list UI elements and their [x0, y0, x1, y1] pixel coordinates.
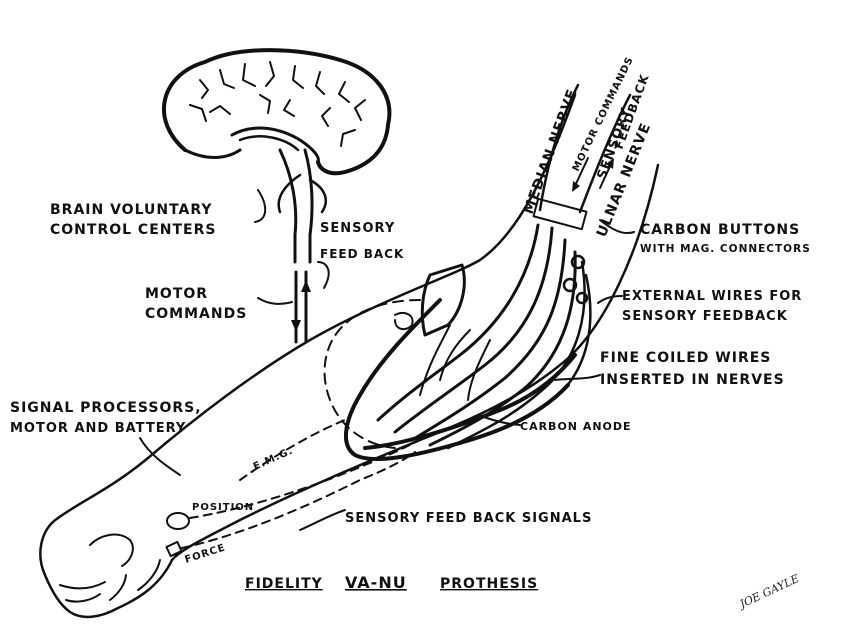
- motor-commands-line2: COMMANDS: [145, 306, 247, 322]
- signal-processors-line2: MOTOR AND BATTERY: [10, 421, 186, 436]
- carbon-buttons-line2: WITH MAG. CONNECTORS: [640, 243, 811, 255]
- title-word-fidelity: FIDELITY: [245, 576, 323, 592]
- carbon-buttons-line1: CARBON BUTTONS: [640, 222, 800, 238]
- external-wires-line2: SENSORY FEEDBACK: [622, 309, 788, 324]
- signal-processors-line1: SIGNAL PROCESSORS,: [10, 400, 202, 416]
- position-label: POSITION: [192, 502, 254, 513]
- title-word-vanu: VA-NU: [345, 573, 407, 592]
- sensory-feedback-line1: SENSORY: [320, 221, 395, 236]
- fine-coiled-line1: FINE COILED WIRES: [600, 350, 771, 366]
- title-word-prothesis: PROTHESIS: [440, 576, 538, 592]
- signal-processors-label: SIGNAL PROCESSORS, MOTOR AND BATTERY: [10, 400, 202, 436]
- leader-lines: [140, 190, 634, 530]
- emg-label: E.M.G.: [252, 445, 295, 472]
- median-nerve-label: MEDIAN NERVE: [521, 87, 581, 217]
- sensory-feedback-label: SENSORY FEED BACK: [320, 221, 404, 261]
- motor-commands-line1: MOTOR: [145, 286, 208, 302]
- sensory-signals-label: SENSORY FEED BACK SIGNALS: [345, 511, 592, 526]
- fine-coiled-wires-label: FINE COILED WIRES INSERTED IN NERVES: [600, 350, 785, 388]
- nerve-signal-arrows: [291, 272, 311, 342]
- external-wires-label: EXTERNAL WIRES FOR SENSORY FEEDBACK: [622, 289, 802, 324]
- arm-outline: [40, 95, 658, 617]
- signature: JOE GAYLE: [736, 572, 801, 612]
- position-sensor: [167, 513, 189, 529]
- motor-commands-label: MOTOR COMMANDS: [145, 286, 247, 322]
- external-wires-line1: EXTERNAL WIRES FOR: [622, 289, 802, 304]
- brain-label-line1: BRAIN VOLUNTARY: [50, 202, 213, 218]
- diagram-title: FIDELITY VA-NU PROTHESIS: [245, 573, 538, 592]
- brain-label-line2: CONTROL CENTERS: [50, 222, 216, 238]
- carbon-buttons-label: CARBON BUTTONS WITH MAG. CONNECTORS: [640, 222, 811, 255]
- carbon-anode-label: CARBON ANODE: [520, 420, 632, 433]
- fine-coiled-line2: INSERTED IN NERVES: [600, 372, 785, 388]
- brain-control-label: BRAIN VOLUNTARY CONTROL CENTERS: [50, 202, 216, 238]
- sensory-feedback-line2: FEED BACK: [320, 247, 404, 261]
